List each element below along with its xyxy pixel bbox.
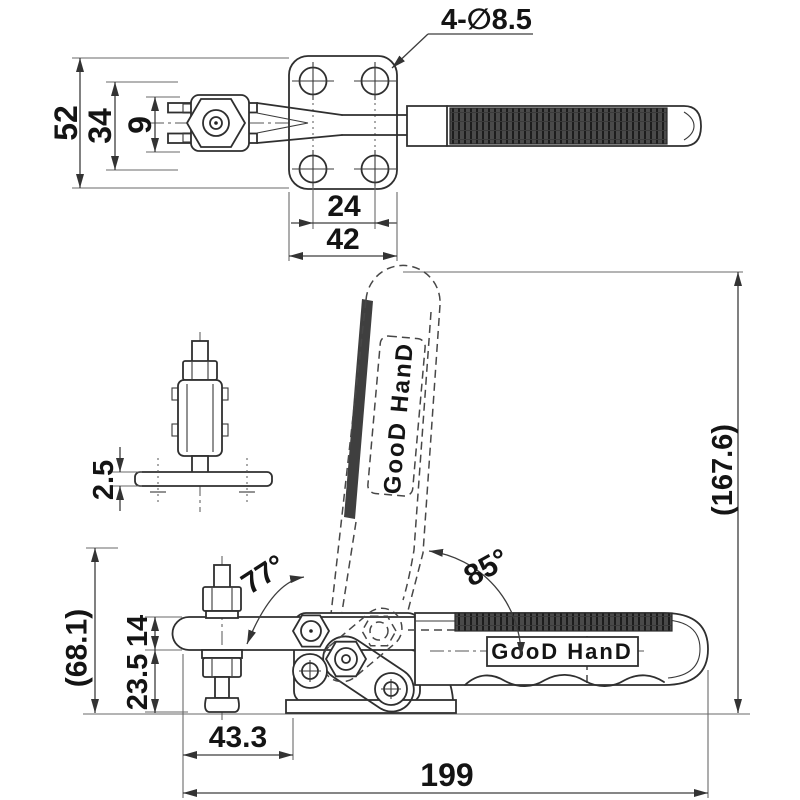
spindle-assembly	[201, 556, 243, 722]
base-pad	[134, 471, 273, 487]
dim-slot-width-label: 9	[122, 116, 158, 134]
upper-washer	[205, 610, 239, 619]
base-foot	[285, 699, 457, 714]
dimension-open-height: (167.6)	[707, 272, 742, 713]
rivet-hex-hidden	[361, 615, 397, 647]
swivel-body	[177, 379, 223, 457]
dimension-plate-length: 42	[288, 192, 398, 261]
dimension-arm-stack: 14 23.5	[122, 615, 188, 713]
handle-closed-position: GooD HanD	[408, 612, 709, 688]
brand-label: GooD HanD	[491, 639, 632, 664]
dim-handle-angle-label: 85°	[459, 542, 515, 593]
dimension-mounting-width: 34	[82, 82, 119, 170]
spindle-tip	[191, 340, 209, 363]
dim-open-height-label: (167.6)	[707, 424, 739, 516]
hex-nut	[182, 360, 218, 381]
dim-opening-angle-label: 77°	[236, 549, 292, 601]
dim-mounting-width-label: 34	[82, 108, 118, 144]
brand-label-open: GooD HanD	[379, 341, 419, 495]
dimension-spindle-to-base: 43.3	[182, 654, 294, 798]
dim-overall-length-label: 199	[420, 757, 473, 793]
top-view: 52 34 9 24 42 4-∅8.5	[48, 4, 702, 261]
knurled-grip-top	[449, 107, 668, 145]
grip-stripe	[344, 299, 373, 519]
swivel-nut	[182, 94, 250, 152]
hole-callout-label: 4-∅8.5	[441, 4, 532, 36]
front-detail-view: 2.5	[88, 332, 273, 512]
dim-hole-spacing-label: 24	[327, 190, 361, 223]
dimension-closed-height: (68.1)	[61, 547, 118, 713]
dim-arm-to-base-label: 23.5	[122, 654, 154, 710]
hole-callout: 4-∅8.5	[391, 4, 533, 69]
pivot-hex	[324, 640, 368, 678]
dim-spindle-to-base-label: 43.3	[209, 721, 267, 754]
brand-box-open	[367, 335, 426, 497]
dimension-slot-width: 9	[122, 97, 159, 152]
handle-top-view	[406, 105, 702, 147]
spindle-tip	[213, 564, 231, 589]
dim-plate-length-label: 42	[326, 223, 359, 256]
dimension-pad-thickness: 2.5	[88, 447, 142, 511]
dim-overall-width-label: 52	[48, 105, 84, 141]
lower-nut	[202, 657, 242, 678]
upper-nut	[202, 586, 242, 612]
dim-closed-height-label: (68.1)	[61, 609, 94, 687]
dimension-overall-length: 199	[183, 670, 709, 798]
stem	[191, 455, 209, 474]
handle-open-position: GooD HanD	[330, 264, 441, 631]
side-view: GooD HanD	[61, 264, 750, 798]
dim-arm-thickness-label: 14	[122, 615, 154, 647]
mounting-holes	[292, 62, 396, 188]
lower-washer	[201, 649, 243, 659]
spindle-foot	[204, 697, 240, 713]
dimension-hole-spacing: 24	[291, 186, 397, 229]
spindle-shaft	[214, 676, 230, 699]
grip-scallops	[464, 673, 665, 688]
dim-pad-thickness-label: 2.5	[88, 460, 120, 500]
knurled-grip-side	[454, 612, 673, 632]
dimension-overall-width: 52	[48, 58, 84, 188]
